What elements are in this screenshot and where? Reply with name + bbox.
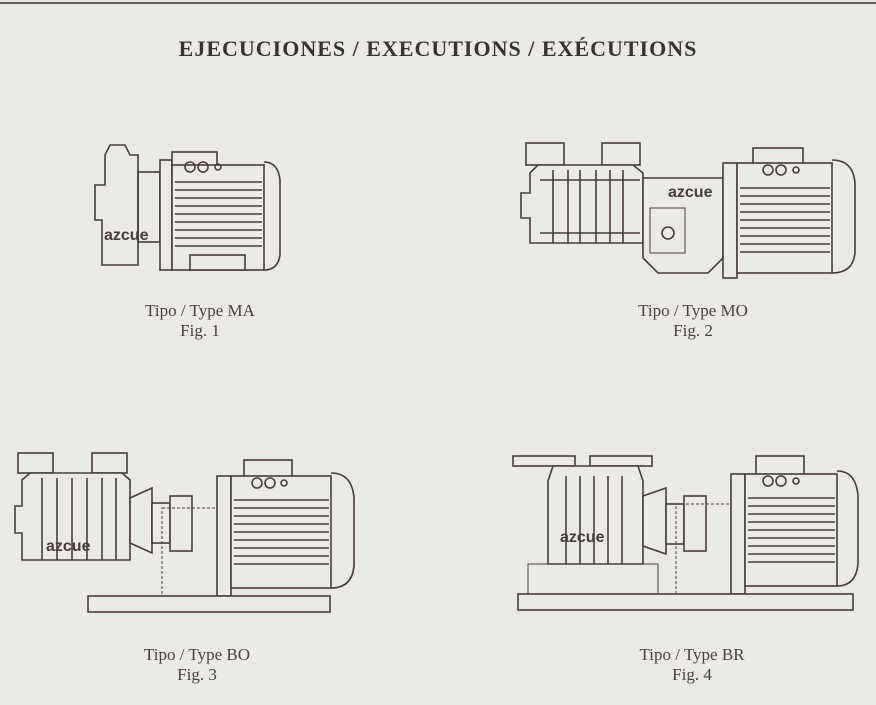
figure-number: Fig. 1 bbox=[180, 321, 220, 340]
pump-drawing-br: azcue bbox=[512, 455, 859, 611]
brand-label: azcue bbox=[46, 538, 91, 555]
page-title: EJECUCIONES / EXECUTIONS / EXÉCUTIONS bbox=[178, 36, 698, 61]
pump-drawing-ma: azcue bbox=[94, 144, 281, 271]
caption-fig-3: Tipo / Type BO Fig. 3 bbox=[77, 645, 317, 685]
figure-type: Tipo / Type BO bbox=[143, 645, 251, 664]
brand-label: azcue bbox=[668, 184, 713, 201]
figure-number: Fig. 3 bbox=[177, 665, 217, 684]
pump-drawing-mo: azcue bbox=[520, 142, 856, 279]
figure-type: Tipo / Type BR bbox=[639, 645, 745, 664]
brand-label: azcue bbox=[560, 529, 605, 546]
figure-number: Fig. 2 bbox=[673, 321, 713, 340]
figure-type: Tipo / Type MA bbox=[145, 301, 255, 320]
figure-number: Fig. 4 bbox=[672, 665, 712, 684]
caption-fig-1: Tipo / Type MA Fig. 1 bbox=[80, 301, 320, 341]
top-border bbox=[0, 2, 876, 4]
caption-fig-2: Tipo / Type MO Fig. 2 bbox=[573, 301, 813, 341]
pump-drawing-bo: azcue bbox=[14, 452, 355, 613]
figure-type: Tipo / Type MO bbox=[638, 301, 748, 320]
caption-fig-4: Tipo / Type BR Fig. 4 bbox=[572, 645, 812, 685]
brand-label: azcue bbox=[104, 227, 149, 244]
